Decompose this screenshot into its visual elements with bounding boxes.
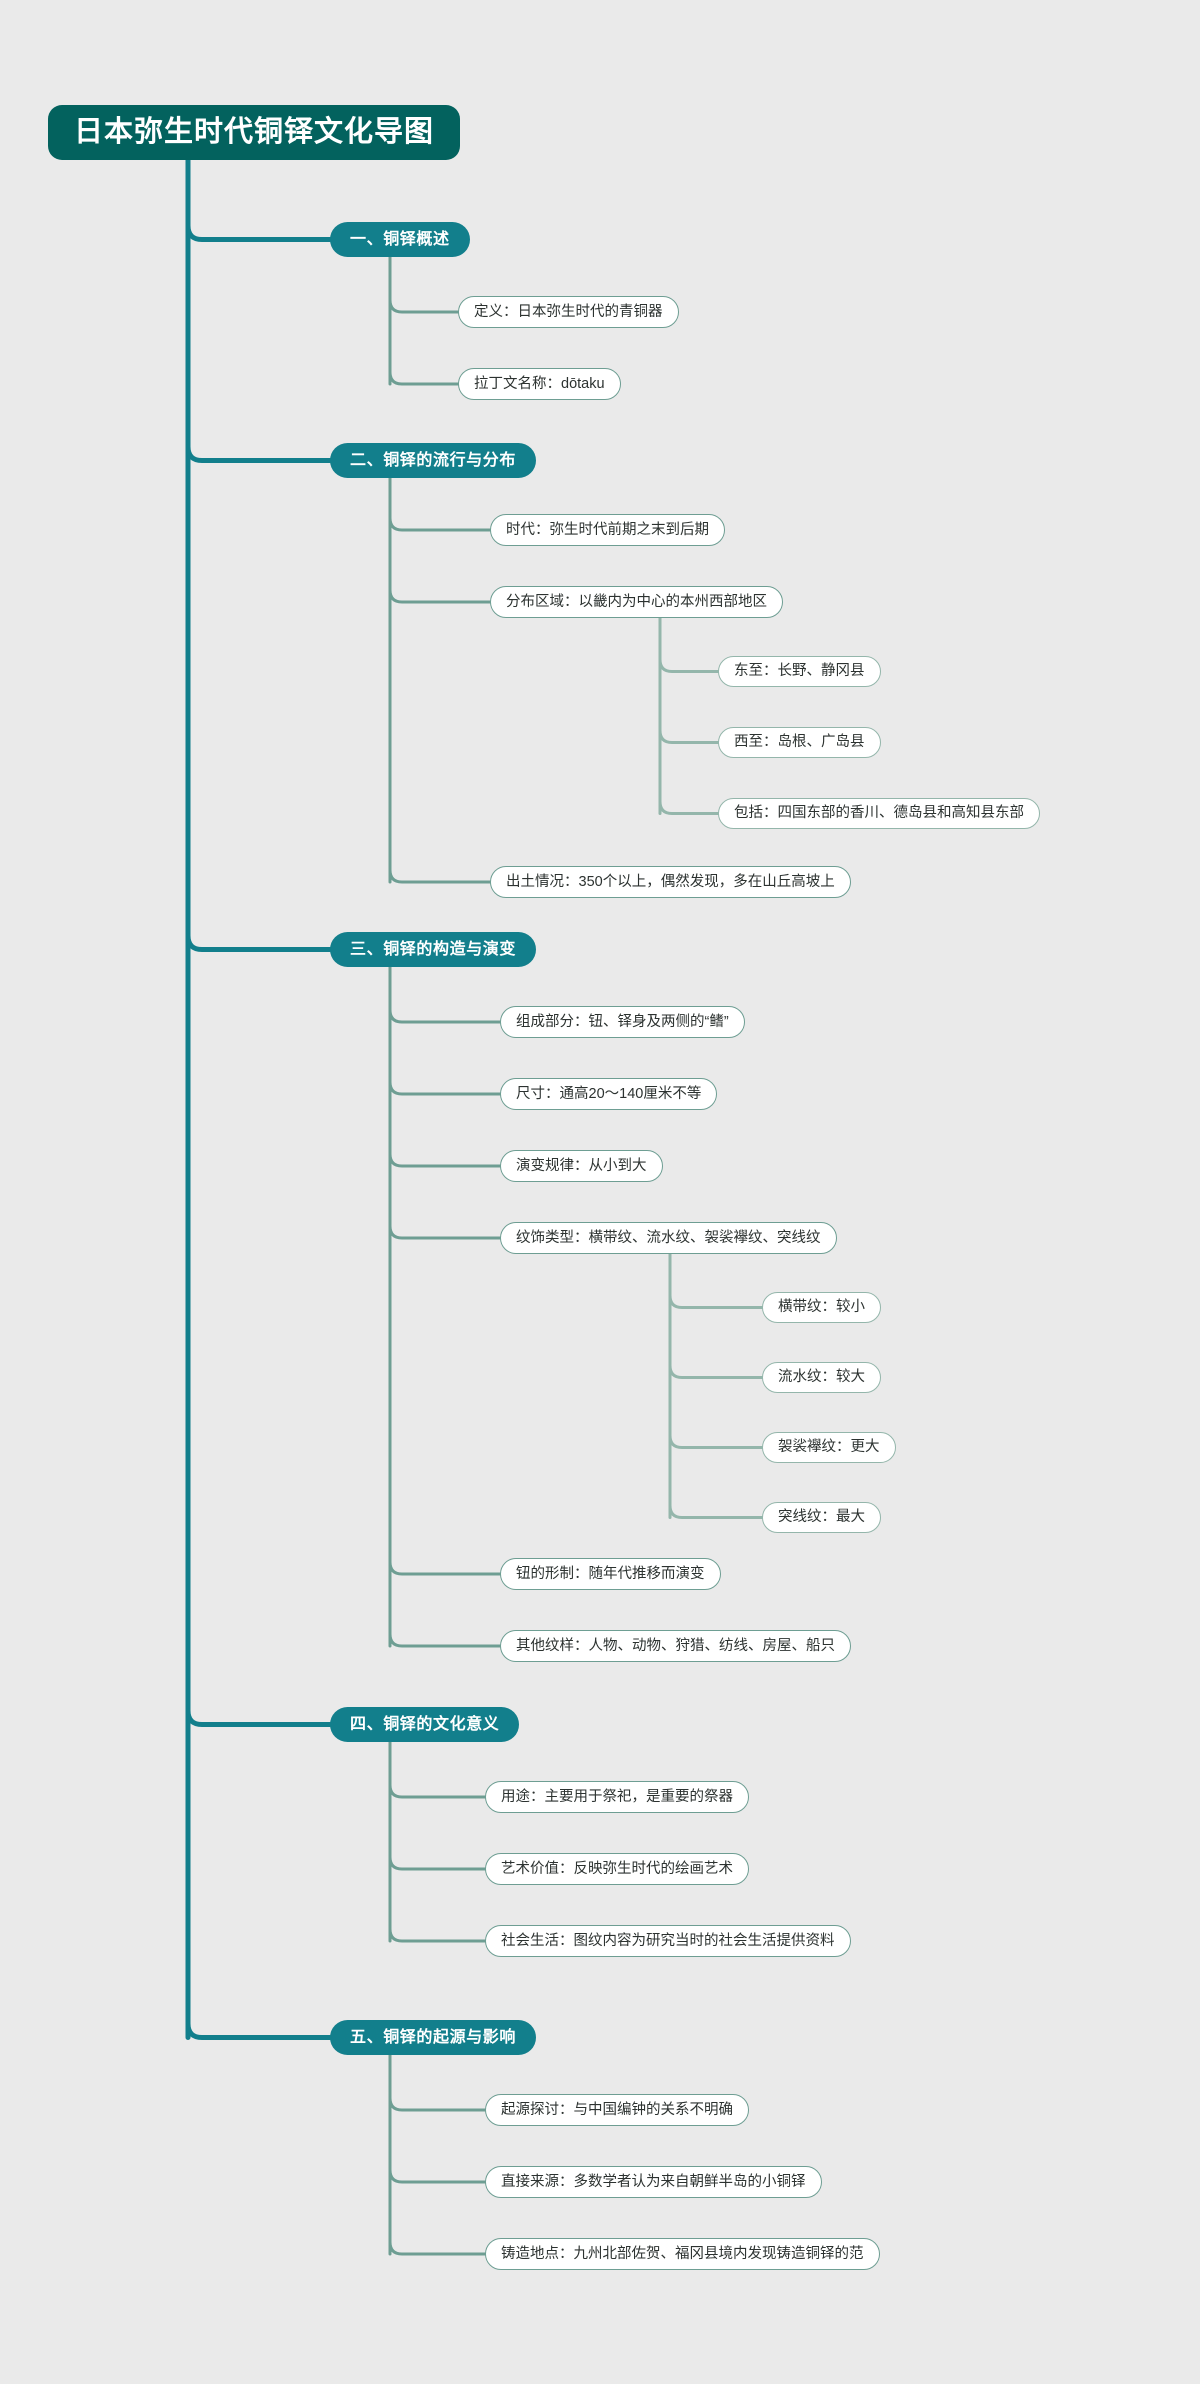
leaf-node-5-1-label: 起源探讨：与中国编钟的关系不明确: [501, 2101, 733, 2118]
subleaf-node-3-4-2[interactable]: 流水纹：较大: [762, 1362, 881, 1393]
connector: [185, 223, 333, 242]
connector: [388, 516, 492, 532]
connector: [668, 1364, 764, 1379]
branch-node-2[interactable]: 二、铜铎的流行与分布: [330, 443, 537, 478]
connector: [388, 1560, 502, 1576]
branch-node-5[interactable]: 五、铜铎的起源与影响: [330, 2020, 537, 2055]
connector: [388, 1224, 502, 1240]
subleaf-node-3-4-4-label: 突线纹：最大: [778, 1509, 865, 1526]
connector: [388, 1152, 502, 1168]
connector: [388, 2240, 487, 2256]
leaf-node-4-1[interactable]: 用途：主要用于祭祀，是重要的祭器: [485, 1781, 749, 1813]
leaf-node-3-1[interactable]: 组成部分：钮、铎身及两侧的“鳍”: [500, 1006, 745, 1038]
subleaf-node-2-2-2[interactable]: 西至：岛根、广岛县: [718, 727, 881, 758]
connector: [185, 2021, 333, 2040]
subleaf-node-3-4-1[interactable]: 横带纹：较小: [762, 1292, 881, 1323]
subleaf-node-2-2-2-label: 西至：岛根、广岛县: [734, 734, 865, 751]
subleaf-node-3-4-1-label: 横带纹：较小: [778, 1299, 865, 1316]
branch-node-2-label: 二、铜铎的流行与分布: [350, 451, 517, 469]
connector: [388, 1855, 487, 1871]
branch-node-5-label: 五、铜铎的起源与影响: [350, 2028, 517, 2046]
leaf-node-5-2[interactable]: 直接来源：多数学者认为来自朝鲜半岛的小铜铎: [485, 2166, 822, 2198]
leaf-node-3-5-label: 钮的形制：随年代推移而演变: [516, 1565, 705, 1582]
connector: [388, 868, 492, 884]
leaf-node-3-3[interactable]: 演变规律：从小到大: [500, 1150, 663, 1182]
leaf-node-5-3[interactable]: 铸造地点：九州北部佐贺、福冈县境内发现铸造铜铎的范: [485, 2238, 880, 2270]
connector: [658, 729, 720, 744]
subleaf-node-3-4-4[interactable]: 突线纹：最大: [762, 1502, 881, 1533]
leaf-node-2-1[interactable]: 时代：弥生时代前期之末到后期: [490, 514, 725, 546]
leaf-node-2-2-label: 分布区域：以畿内为中心的本州西部地区: [506, 593, 767, 610]
leaf-node-3-4[interactable]: 纹饰类型：横带纹、流水纹、袈裟襷纹、突线纹: [500, 1222, 837, 1254]
connector: [658, 658, 720, 673]
branch-node-3[interactable]: 三、铜铎的构造与演变: [330, 932, 537, 967]
leaf-node-3-1-label: 组成部分：钮、铎身及两侧的“鳍”: [516, 1013, 729, 1030]
leaf-node-4-2[interactable]: 艺术价值：反映弥生时代的绘画艺术: [485, 1853, 749, 1885]
leaf-node-3-6[interactable]: 其他纹样：人物、动物、狩猎、纺线、房屋、船只: [500, 1630, 851, 1662]
connector: [388, 298, 460, 314]
leaf-node-3-5[interactable]: 钮的形制：随年代推移而演变: [500, 1558, 721, 1590]
leaf-node-2-3[interactable]: 出土情况：350个以上，偶然发现，多在山丘高坡上: [490, 866, 851, 898]
subleaf-node-2-2-1-label: 东至：长野、静冈县: [734, 663, 865, 680]
leaf-node-1-2-label: 拉丁文名称：dōtaku: [474, 375, 605, 392]
root-node[interactable]: 日本弥生时代铜铎文化导图: [48, 105, 461, 160]
leaf-node-4-3-label: 社会生活：图纹内容为研究当时的社会生活提供资料: [501, 1932, 835, 1949]
subleaf-node-3-4-3-label: 袈裟襷纹：更大: [778, 1439, 880, 1456]
connector: [668, 1434, 764, 1449]
connector: [388, 1008, 502, 1024]
leaf-node-3-6-label: 其他纹样：人物、动物、狩猎、纺线、房屋、船只: [516, 1637, 835, 1654]
connector: [388, 370, 460, 386]
connector: [658, 800, 720, 815]
leaf-node-2-1-label: 时代：弥生时代前期之末到后期: [506, 521, 709, 538]
connector: [668, 1294, 764, 1309]
leaf-node-4-2-label: 艺术价值：反映弥生时代的绘画艺术: [501, 1860, 733, 1877]
branch-node-4[interactable]: 四、铜铎的文化意义: [330, 1707, 520, 1742]
leaf-node-1-1[interactable]: 定义：日本弥生时代的青铜器: [458, 296, 679, 328]
connector: [185, 1708, 333, 1727]
leaf-node-2-2[interactable]: 分布区域：以畿内为中心的本州西部地区: [490, 586, 783, 618]
connector: [668, 1504, 764, 1519]
leaf-node-1-1-label: 定义：日本弥生时代的青铜器: [474, 303, 663, 320]
subleaf-node-2-2-1[interactable]: 东至：长野、静冈县: [718, 656, 881, 687]
leaf-node-3-2-label: 尺寸：通高20～140厘米不等: [516, 1085, 702, 1102]
leaf-node-3-3-label: 演变规律：从小到大: [516, 1157, 647, 1174]
leaf-node-2-3-label: 出土情况：350个以上，偶然发现，多在山丘高坡上: [506, 873, 835, 890]
leaf-node-4-3[interactable]: 社会生活：图纹内容为研究当时的社会生活提供资料: [485, 1925, 851, 1957]
root-node-label: 日本弥生时代铜铎文化导图: [74, 116, 435, 148]
leaf-node-1-2[interactable]: 拉丁文名称：dōtaku: [458, 368, 621, 400]
branch-node-3-label: 三、铜铎的构造与演变: [350, 940, 517, 958]
subleaf-node-2-2-3-label: 包括：四国东部的香川、德岛县和高知县东部: [734, 805, 1024, 822]
leaf-node-3-4-label: 纹饰类型：横带纹、流水纹、袈裟襷纹、突线纹: [516, 1229, 821, 1246]
branch-node-4-label: 四、铜铎的文化意义: [350, 1715, 500, 1733]
connector: [185, 933, 333, 952]
subleaf-node-3-4-3[interactable]: 袈裟襷纹：更大: [762, 1432, 896, 1463]
connector: [388, 1783, 487, 1799]
leaf-node-4-1-label: 用途：主要用于祭祀，是重要的祭器: [501, 1788, 733, 1805]
subleaf-node-3-4-2-label: 流水纹：较大: [778, 1369, 865, 1386]
leaf-node-5-1[interactable]: 起源探讨：与中国编钟的关系不明确: [485, 2094, 749, 2126]
connector: [388, 2168, 487, 2184]
branch-node-1-label: 一、铜铎概述: [350, 230, 450, 248]
leaf-node-3-2[interactable]: 尺寸：通高20～140厘米不等: [500, 1078, 718, 1110]
leaf-node-5-3-label: 铸造地点：九州北部佐贺、福冈县境内发现铸造铜铎的范: [501, 2245, 864, 2262]
branch-node-1[interactable]: 一、铜铎概述: [330, 222, 470, 257]
connector: [185, 444, 333, 463]
connector: [388, 1927, 487, 1943]
connector: [388, 1632, 502, 1648]
subleaf-node-2-2-3[interactable]: 包括：四国东部的香川、德岛县和高知县东部: [718, 798, 1040, 829]
connector: [388, 2096, 487, 2112]
connector: [388, 588, 492, 604]
connector: [388, 1080, 502, 1096]
leaf-node-5-2-label: 直接来源：多数学者认为来自朝鲜半岛的小铜铎: [501, 2173, 806, 2190]
